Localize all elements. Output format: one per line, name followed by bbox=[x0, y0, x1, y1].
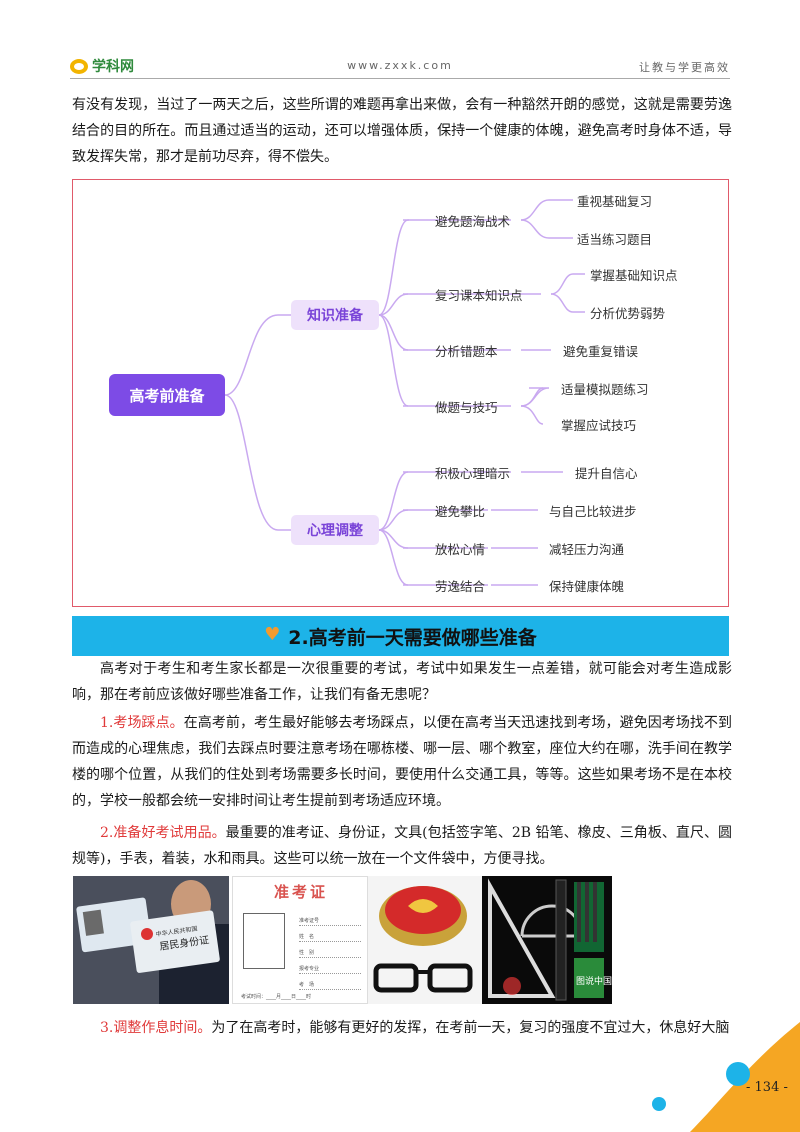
balm-glasses-illustration bbox=[368, 876, 482, 1004]
mindmap-leaf: 分析优势弱势 bbox=[590, 306, 666, 321]
decor-dot bbox=[652, 1097, 666, 1111]
section-title: 2.高考前一天需要做哪些准备 bbox=[288, 626, 537, 649]
heart-icon bbox=[264, 624, 280, 645]
site-url: www.zxxk.com bbox=[347, 59, 453, 72]
ticket-footer: 考试时间：____月____日____时 bbox=[241, 994, 312, 1000]
mindmap-node: 积极心理暗示 bbox=[435, 466, 511, 481]
paragraph-intro: 高考对于考生和考生家长都是一次很重要的考试，考试中如果发生一点差错，就可能会对考… bbox=[72, 661, 732, 703]
section-heading: 2.高考前一天需要做哪些准备 bbox=[72, 616, 729, 656]
header-divider bbox=[70, 78, 730, 79]
paragraph-lead: 2.准备好考试用品。 bbox=[100, 825, 226, 841]
paragraph-schedule: 3.调整作息时间。为了在高考时，能够有更好的发挥，在考前一天，复习的强度不宜过大… bbox=[72, 1015, 732, 1041]
mindmap-node: 做题与技巧 bbox=[435, 400, 498, 415]
admission-ticket-image: 准考证 准考证号 姓 名 性 别 报考专业 考 场 考试时间：____月____… bbox=[232, 876, 368, 1004]
mindmap-leaf: 与自己比较进步 bbox=[549, 504, 637, 519]
paragraph-body: 最重要的准考证、身份证，文具(包括签字笔、2B 铅笔、橡皮、三角板、直尺、圆规等… bbox=[72, 825, 732, 867]
paragraph-body: 为了在高考时，能够有更好的发挥，在考前一天，复习的强度不宜过大，休息好大脑 bbox=[211, 1020, 730, 1036]
mindmap-leaf: 提升自信心 bbox=[575, 466, 638, 481]
balm-and-glasses-image bbox=[368, 876, 482, 1004]
mindmap-node: 劳逸结合 bbox=[435, 579, 486, 594]
mindmap: 高考前准备 知识准备 心理调整 避免题海战术 复习课本知识点 分析错题本 做题与… bbox=[72, 179, 729, 607]
mindmap-branch-mental: 心理调整 bbox=[291, 515, 379, 545]
mindmap-leaf: 掌握基础知识点 bbox=[590, 268, 678, 283]
ticket-field: 考 场 bbox=[299, 982, 315, 988]
mindmap-node: 避免攀比 bbox=[435, 504, 486, 519]
corner-decoration bbox=[690, 1022, 800, 1132]
ticket-field-line bbox=[299, 989, 361, 990]
ticket-field-line bbox=[299, 925, 361, 926]
logo-text: 学科网 bbox=[92, 59, 134, 75]
intro-paragraph: 有没有发现，当过了一两天之后，这些所谓的难题再拿出来做，会有一种豁然开朗的感觉，… bbox=[72, 97, 732, 165]
mindmap-node: 分析错题本 bbox=[435, 344, 498, 359]
paragraph-lead: 1.考场踩点。 bbox=[100, 715, 184, 731]
page-number: - 134 - bbox=[746, 1080, 788, 1095]
paragraph-body: 在高考前，考生最好能够去考场踩点，以便在高考当天迅速找到考场，避免因考场找不到而… bbox=[72, 715, 732, 809]
ticket-photo-box bbox=[243, 913, 285, 969]
id-card-illustration: 中华人民共和国 居民身份证 bbox=[73, 876, 229, 1004]
logo-icon bbox=[70, 58, 88, 74]
paragraph-supplies: 2.准备好考试用品。最重要的准考证、身份证，文具(包括签字笔、2B 铅笔、橡皮、… bbox=[72, 820, 732, 872]
stationery-illustration: 图说中国 bbox=[482, 876, 612, 1004]
mindmap-branch-knowledge: 知识准备 bbox=[291, 300, 379, 330]
ticket-field-line bbox=[299, 941, 361, 942]
ticket-field: 姓 名 bbox=[299, 934, 315, 940]
ticket-field-line bbox=[299, 957, 361, 958]
mindmap-node: 避免题海战术 bbox=[435, 214, 511, 229]
mindmap-connectors bbox=[224, 199, 585, 586]
mindmap-leaf: 重视基础复习 bbox=[577, 194, 653, 209]
stationery-image: 图说中国 bbox=[482, 876, 612, 1004]
paragraph-lead: 3.调整作息时间。 bbox=[100, 1020, 212, 1036]
mindmap-leaf: 掌握应试技巧 bbox=[561, 418, 637, 433]
ticket-field-line bbox=[299, 973, 361, 974]
mindmap-leaf: 避免重复错误 bbox=[563, 344, 639, 359]
mindmap-leaf: 适当练习题目 bbox=[577, 232, 653, 247]
watermark-text: 图说中国 bbox=[576, 975, 612, 987]
mindmap-root: 高考前准备 bbox=[109, 374, 225, 416]
mindmap-leaf: 适量模拟题练习 bbox=[561, 382, 649, 397]
mindmap-node: 复习课本知识点 bbox=[435, 288, 523, 303]
ticket-field: 报考专业 bbox=[299, 966, 320, 972]
site-logo: 学科网 bbox=[70, 56, 134, 76]
ticket-field: 性 别 bbox=[299, 950, 315, 956]
mindmap-node: 放松心情 bbox=[435, 542, 486, 557]
site-slogan: 让教与学更高效 bbox=[639, 61, 730, 74]
paragraph-exam-site: 1.考场踩点。在高考前，考生最好能够去考场踩点，以便在高考当天迅速找到考场，避免… bbox=[72, 710, 732, 814]
mindmap-leaf: 减轻压力沟通 bbox=[549, 542, 625, 557]
ticket-title: 准考证 bbox=[273, 883, 328, 901]
id-card-photo: 中华人民共和国 居民身份证 bbox=[73, 876, 229, 1004]
ticket-field: 准考证号 bbox=[299, 918, 320, 924]
page-header: 学科网 www.zxxk.com 让教与学更高效 bbox=[70, 56, 730, 76]
mindmap-leaf: 保持健康体魄 bbox=[549, 579, 625, 594]
